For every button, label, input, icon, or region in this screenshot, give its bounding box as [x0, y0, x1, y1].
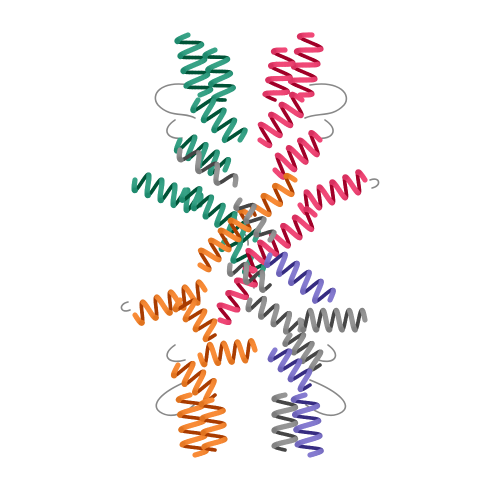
helix-segment	[174, 38, 181, 45]
helix-segment	[307, 451, 316, 458]
loop-strand	[304, 83, 348, 119]
helix-chain-c	[175, 392, 209, 458]
helix-chain-a	[202, 47, 236, 102]
helix-chain-e	[226, 261, 272, 293]
helix-segment	[297, 202, 305, 210]
helix-segment	[237, 134, 245, 143]
helix-segment	[327, 294, 334, 303]
helix-chain-c	[198, 397, 228, 452]
helix-segment	[197, 91, 206, 98]
helix-chain-b	[216, 265, 258, 325]
helix-chain-c	[197, 207, 253, 273]
helix-chain-a	[174, 32, 214, 98]
helix-segment	[252, 234, 259, 243]
helix-chain-c	[172, 297, 218, 343]
helix-segment	[305, 383, 312, 389]
helix-segment	[316, 363, 322, 369]
helix-segment	[270, 97, 277, 102]
helix-segment	[210, 333, 217, 339]
helix-segment	[361, 314, 368, 323]
helix-chain-e	[245, 295, 305, 335]
helix-segment	[287, 78, 294, 85]
loop-strand	[317, 344, 337, 363]
helix-chain-b	[262, 47, 296, 102]
helix-segment	[252, 211, 257, 217]
helix-chain-e	[233, 197, 277, 243]
helix-segment	[222, 164, 229, 173]
helix-segment	[266, 283, 272, 289]
helix-chain-e	[271, 392, 299, 452]
helix-segment	[257, 137, 265, 145]
helix-chain-e	[297, 307, 368, 333]
helix-chain-a	[173, 134, 232, 177]
loop-strand	[317, 119, 334, 140]
helix-chain-c	[197, 338, 258, 368]
helix-segment	[180, 68, 187, 75]
helix-chain-e	[282, 332, 324, 373]
helix-chain-d	[290, 392, 324, 458]
loop-strand	[154, 83, 196, 119]
helix-segment	[217, 317, 225, 324]
loop-strand	[166, 119, 183, 140]
helix-segment	[210, 393, 217, 399]
helix-segment	[177, 53, 184, 60]
helix-chain-c	[249, 172, 298, 218]
helix-segment	[200, 285, 208, 293]
loop-strand	[369, 178, 380, 189]
helix-chain-a	[190, 97, 248, 144]
helix-segment	[267, 235, 274, 243]
helix-chain-b	[297, 169, 368, 216]
helix-chain-b	[272, 130, 323, 180]
helix-chain-d	[267, 347, 313, 393]
loop-strand	[120, 301, 131, 312]
helix-chain-e	[176, 147, 239, 188]
helix-chain-d	[264, 251, 336, 304]
helix-chain-b	[257, 91, 305, 149]
helix-chain-b	[287, 32, 324, 98]
helix-segment	[192, 451, 201, 458]
loop-strand	[166, 344, 186, 363]
helix-segment	[251, 344, 258, 353]
loop-strand	[305, 379, 347, 417]
helix-segment	[280, 447, 287, 452]
helix-segment	[272, 167, 280, 175]
helix-layer	[131, 32, 368, 458]
helix-segment	[197, 262, 205, 270]
